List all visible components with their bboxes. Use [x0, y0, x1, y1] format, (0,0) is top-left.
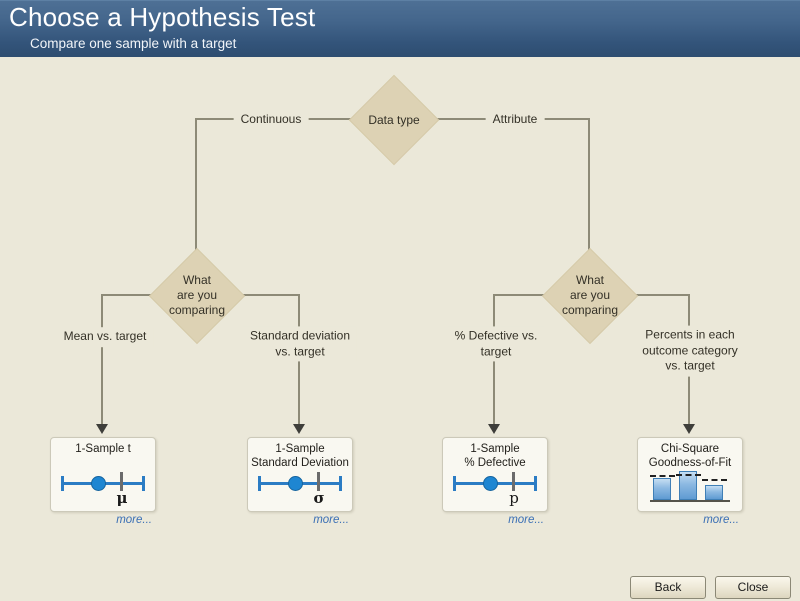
more-link-1-sample-defective[interactable]: more...	[508, 514, 544, 526]
target-tick-icon	[317, 472, 320, 491]
line-end-tick	[534, 476, 537, 491]
p-symbol: p	[509, 489, 519, 507]
connector-line	[101, 294, 103, 424]
more-link-1-sample-stdev[interactable]: more...	[313, 514, 349, 526]
sigma-symbol: σ	[313, 489, 325, 507]
chi-square-bars-icon	[650, 468, 730, 506]
line-end-tick	[339, 476, 342, 491]
arrow-down-icon	[488, 424, 500, 434]
baseline	[650, 500, 730, 502]
test-card-1-sample-stdev[interactable]: 1-Sample Standard Deviation σ	[247, 437, 353, 512]
decision-node-label: What are you comparing	[168, 273, 226, 317]
branch-label-attribute: Attribute	[485, 110, 545, 130]
bar	[705, 485, 723, 500]
expected-dash	[676, 474, 701, 476]
connector-line	[195, 118, 197, 252]
sample-point-icon	[483, 476, 498, 491]
branch-label-percents-vs-target: Percents in each outcome category vs. ta…	[635, 325, 745, 377]
more-link-chi-square-gof[interactable]: more...	[703, 514, 739, 526]
target-tick-icon	[120, 472, 123, 491]
test-card-1-sample-t[interactable]: 1-Sample t μ	[50, 437, 156, 512]
line-end-tick	[453, 476, 456, 491]
test-card-title: 1-Sample t	[75, 443, 131, 455]
page-subtitle: Compare one sample with a target	[30, 36, 237, 51]
sample-point-icon	[91, 476, 106, 491]
target-tick-icon	[512, 472, 515, 491]
test-card-title: 1-Sample Standard Deviation	[251, 443, 349, 469]
branch-label-defective-vs-target: % Defective vs. target	[447, 326, 545, 362]
close-button[interactable]: Close	[715, 576, 791, 599]
stdev-target-icon: σ	[258, 469, 342, 507]
dialog-header: Choose a Hypothesis Test Compare one sam…	[0, 0, 800, 57]
line-end-tick	[258, 476, 261, 491]
arrow-down-icon	[293, 424, 305, 434]
back-button[interactable]: Back	[630, 576, 706, 599]
arrow-down-icon	[683, 424, 695, 434]
branch-label-continuous: Continuous	[233, 110, 309, 130]
percent-defective-icon: p	[453, 469, 537, 507]
more-link-1-sample-t[interactable]: more...	[116, 514, 152, 526]
bar	[679, 471, 697, 500]
expected-dash	[650, 475, 675, 477]
connector-line	[588, 118, 590, 252]
test-card-1-sample-defective[interactable]: 1-Sample % Defective p	[442, 437, 548, 512]
branch-label-stdev-vs-target: Standard deviation vs. target	[242, 326, 358, 362]
test-card-title: Chi-Square Goodness-of-Fit	[648, 443, 732, 469]
decision-node-label: What are you comparing	[561, 273, 619, 317]
mean-target-icon: μ	[61, 469, 145, 507]
page-title: Choose a Hypothesis Test	[9, 2, 316, 32]
expected-dash	[702, 479, 727, 481]
bar	[653, 478, 671, 500]
line-end-tick	[61, 476, 64, 491]
decision-node-label: Data type	[368, 113, 420, 127]
test-card-title: 1-Sample % Defective	[464, 443, 526, 469]
sample-point-icon	[288, 476, 303, 491]
mu-symbol: μ	[116, 489, 128, 507]
line-end-tick	[142, 476, 145, 491]
test-card-chi-square-gof[interactable]: Chi-Square Goodness-of-Fit	[637, 437, 743, 512]
branch-label-mean-vs-target: Mean vs. target	[56, 327, 154, 347]
arrow-down-icon	[96, 424, 108, 434]
